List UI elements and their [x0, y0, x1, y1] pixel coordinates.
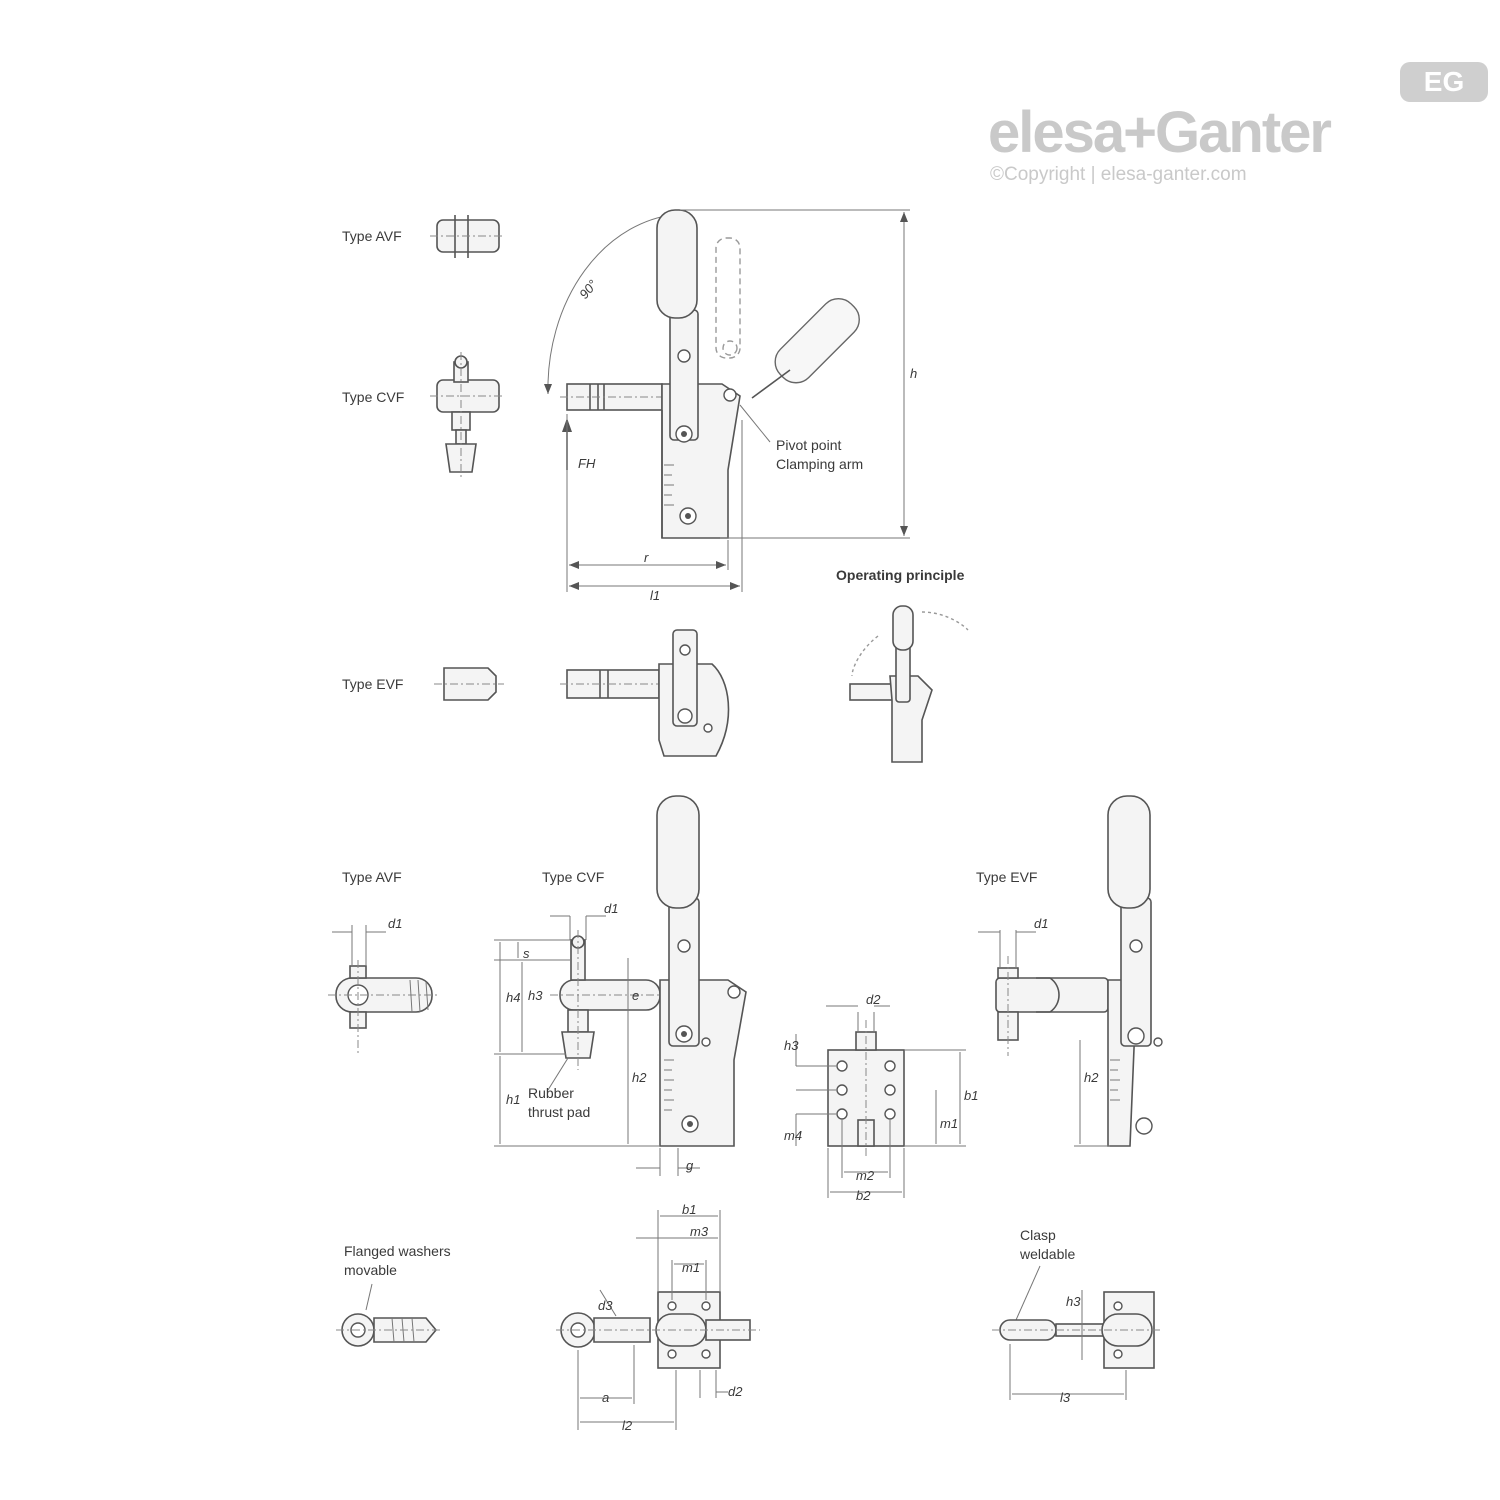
dim-b1-plate: b1: [964, 1088, 978, 1103]
operating-principle-diagram: [849, 605, 969, 763]
clasp-label-2: weldable: [1019, 1246, 1075, 1262]
dim-b1-bottom: b1: [682, 1202, 696, 1217]
rubber-label-2: thrust pad: [528, 1104, 590, 1120]
label-type-cvf-lower: Type CVF: [542, 869, 604, 885]
dim-h-evf-bottom: h3: [1066, 1294, 1081, 1309]
copyright: ©Copyright | elesa-ganter.com: [990, 164, 1247, 185]
label-type-avf-lower: Type AVF: [342, 869, 402, 885]
dim-h3: h3: [528, 988, 543, 1003]
cvf-side-view-lower: d1 h4 s h3 h1 e h2 Rubber thrust pad g: [494, 795, 747, 1176]
cvf-end-view: [430, 352, 505, 480]
dim-h1: h1: [506, 1092, 520, 1107]
clasp-label-1: Clasp: [1020, 1227, 1056, 1243]
brand-name: elesa+Ganter: [988, 100, 1331, 165]
dim-fh: FH: [578, 456, 596, 471]
dim-r: r: [644, 550, 649, 565]
cvf-top-view-bottom: a l2 d2 d3 b1 m3 m1: [556, 1202, 760, 1433]
pivot-label-1: Pivot point: [776, 437, 841, 453]
eg-badge-icon: EG: [1400, 62, 1488, 102]
dim-m3: m3: [690, 1224, 709, 1239]
dim-l3: l3: [1060, 1390, 1071, 1405]
dim-s: s: [523, 946, 530, 961]
rubber-label-1: Rubber: [528, 1085, 574, 1101]
angle-label: 90°: [576, 277, 600, 302]
evf-side-view-lower: d1 h2: [978, 795, 1163, 1147]
label-type-cvf-top: Type CVF: [342, 389, 404, 405]
label-type-evf-mid: Type EVF: [342, 676, 403, 692]
dim-d2-plate: d2: [866, 992, 881, 1007]
dim-h3-plate: h3: [784, 1038, 799, 1053]
avf-top-view-bottom: [336, 1283, 440, 1347]
dim-m2-plate: m2: [856, 1168, 875, 1183]
dim-l2: l2: [622, 1418, 633, 1433]
operating-principle-title: Operating principle: [836, 567, 965, 583]
dim-h2-cvf: h2: [632, 1070, 647, 1085]
avf-end-view: [430, 215, 505, 258]
badge-text: EG: [1424, 66, 1464, 97]
dim-d2-bottom: d2: [728, 1384, 743, 1399]
dim-m1-plate: m1: [940, 1116, 958, 1131]
dim-d3: d3: [598, 1298, 613, 1313]
dim-h2-evf: h2: [1084, 1070, 1099, 1085]
dim-d1-evf: d1: [1034, 916, 1048, 931]
label-type-evf-lower: Type EVF: [976, 869, 1037, 885]
dim-l1: l1: [650, 588, 660, 603]
dim-h: h: [910, 366, 917, 381]
dim-m4: m4: [784, 1128, 802, 1143]
evf-partial-view: [560, 629, 730, 757]
pivot-label-2: Clamping arm: [776, 456, 863, 472]
evf-top-view-bottom: l3 h3: [992, 1265, 1160, 1405]
dim-a: a: [602, 1390, 609, 1405]
dim-g: g: [686, 1158, 694, 1173]
dim-m1-bottom: m1: [682, 1260, 700, 1275]
base-plate-view: b1 m1 h3 m4 d2 m2 b2: [784, 992, 978, 1203]
dim-e: e: [632, 988, 639, 1003]
avf-end-view-lower: d1: [328, 916, 440, 1056]
dim-d1-avf: d1: [388, 916, 402, 931]
dim-b2-plate: b2: [856, 1188, 871, 1203]
label-type-avf-top: Type AVF: [342, 228, 402, 244]
washers-label-1: Flanged washers: [344, 1243, 451, 1259]
logo: elesa+Ganter ©Copyright | elesa-ganter.c…: [988, 62, 1488, 185]
dim-d1-cvf: d1: [604, 901, 618, 916]
washers-label-2: movable: [344, 1262, 397, 1278]
clamp-side-view-top: 90° FH: [544, 209, 917, 603]
dim-h4: h4: [506, 990, 520, 1005]
evf-end-view: [434, 667, 504, 701]
